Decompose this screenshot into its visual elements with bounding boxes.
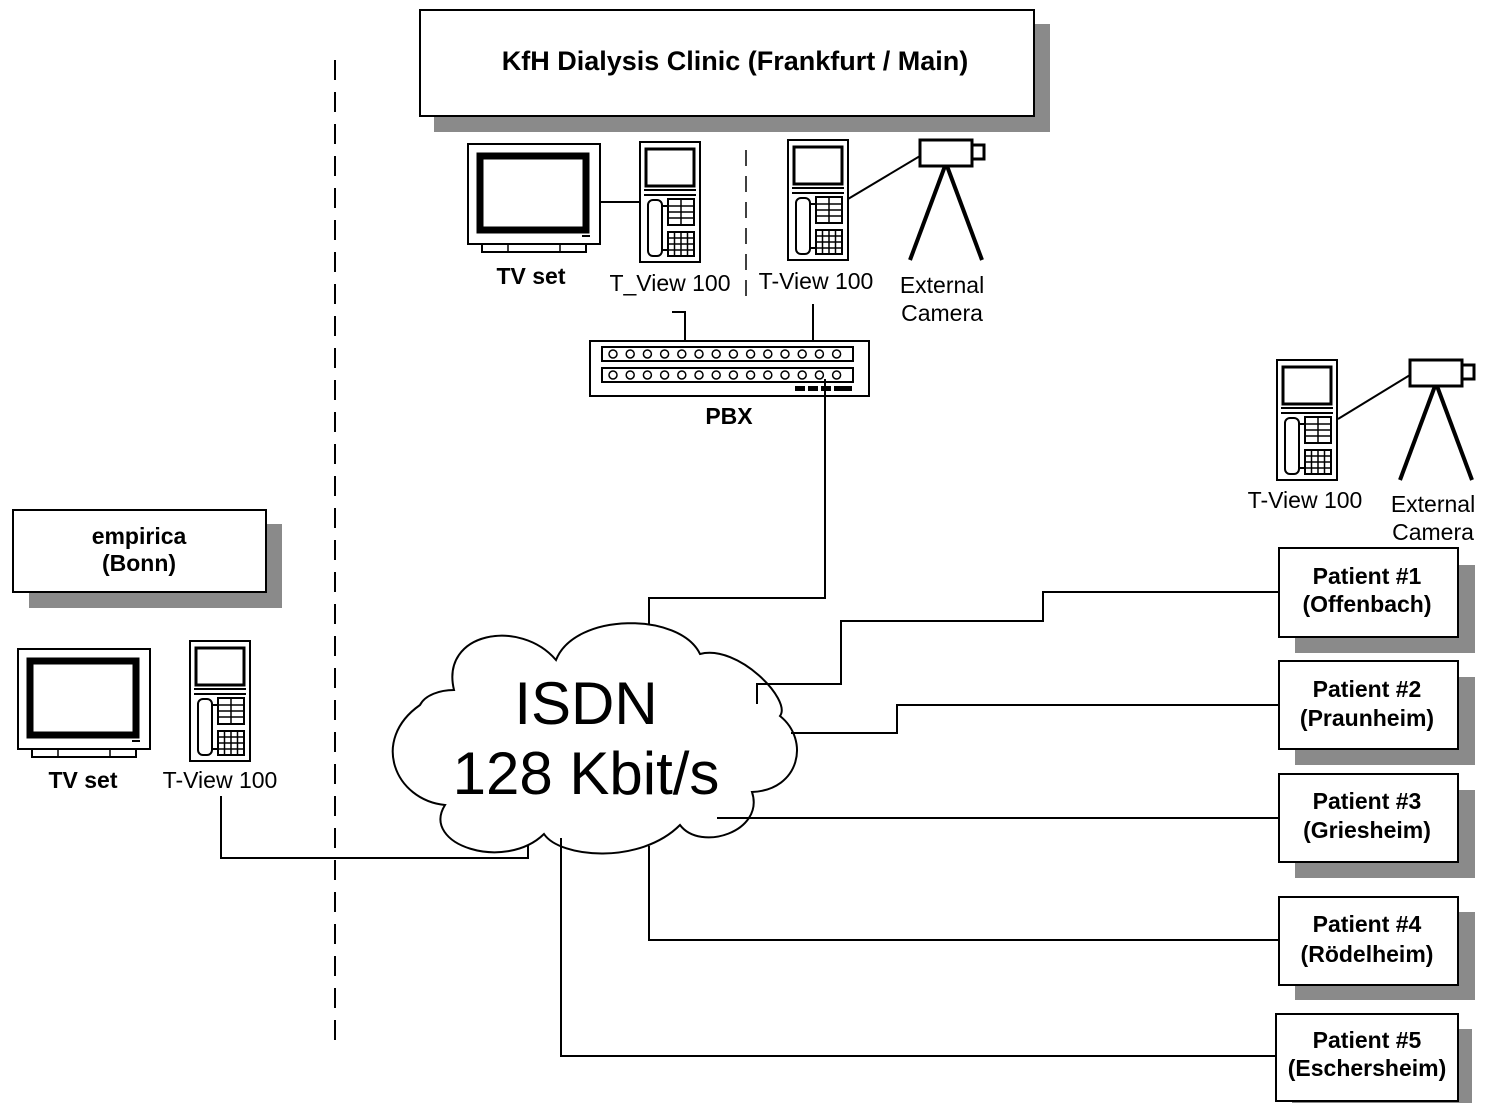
patient-box-4: Patient #4 (Rödelheim) bbox=[1278, 896, 1475, 1000]
pbx-port bbox=[642, 370, 653, 380]
remote-camera bbox=[1398, 358, 1476, 482]
clinic-title-box: KfH Dialysis Clinic (Frankfurt / Main) bbox=[419, 9, 1050, 132]
patient-box-5: Patient #5 (Eschersheim) bbox=[1275, 1013, 1472, 1103]
clinic-tview-b bbox=[786, 138, 850, 262]
isdn-line2: 128 Kbit/s bbox=[453, 740, 720, 807]
remote-camera-label-2: Camera bbox=[1392, 519, 1474, 545]
clinic-camera-label-2: Camera bbox=[901, 300, 983, 326]
clinic-camera-label-1: External bbox=[900, 272, 984, 298]
pbx-port bbox=[711, 370, 721, 380]
pbx-port bbox=[659, 349, 670, 359]
remote-tview-label: T-View 100 bbox=[1248, 487, 1363, 513]
isdn-cloud: ISDN 128 Kbit/s bbox=[391, 622, 798, 855]
pbx-port bbox=[797, 370, 807, 380]
empirica-tv-label: TV set bbox=[48, 767, 117, 793]
pbx-port bbox=[677, 370, 687, 380]
patient-1-location: (Offenbach) bbox=[1302, 591, 1431, 617]
remote-tview-to-camera-wire bbox=[1337, 374, 1411, 420]
pbx-port bbox=[728, 370, 739, 380]
patient-box-2: Patient #2 (Praunheim) bbox=[1278, 660, 1475, 765]
tview-to-camera-wire bbox=[847, 155, 921, 200]
pbx-to-isdn-wire bbox=[648, 379, 826, 637]
pbx-port bbox=[728, 349, 739, 359]
pbx-port bbox=[831, 370, 842, 380]
patient-4-name: Patient #4 bbox=[1313, 911, 1422, 937]
pbx-port bbox=[745, 349, 756, 359]
isdn-to-patient-2-wire bbox=[791, 704, 1279, 734]
tview-a-to-pbx-wire bbox=[672, 311, 686, 341]
empirica-tview-label: T-View 100 bbox=[163, 767, 278, 793]
pbx-port bbox=[814, 370, 825, 380]
remote-tview bbox=[1275, 358, 1339, 482]
pbx-port bbox=[745, 370, 756, 380]
pbx-port bbox=[763, 349, 773, 359]
pbx-port bbox=[625, 349, 635, 359]
pbx-port bbox=[797, 349, 807, 359]
pbx-port bbox=[694, 349, 704, 359]
isdn-line1: ISDN bbox=[514, 670, 657, 737]
clinic-tview-b-label: T-View 100 bbox=[759, 268, 874, 294]
patient-2-location: (Praunheim) bbox=[1300, 705, 1434, 731]
clinic-tv bbox=[468, 144, 600, 252]
patient-3-name: Patient #3 bbox=[1313, 788, 1422, 814]
empirica-box: empirica (Bonn) bbox=[12, 509, 282, 608]
isdn-to-patient-1-wire bbox=[756, 591, 1279, 704]
clinic-camera bbox=[908, 138, 986, 262]
empirica-title-line2: (Bonn) bbox=[102, 550, 176, 576]
pbx-port bbox=[763, 370, 773, 380]
patient-4-location: (Rödelheim) bbox=[1301, 941, 1434, 967]
patient-5-name: Patient #5 bbox=[1313, 1027, 1422, 1053]
pbx-port bbox=[831, 349, 842, 359]
isdn-to-patient-5-wire bbox=[560, 838, 1276, 1057]
remote-camera-label-1: External bbox=[1391, 491, 1475, 517]
patient-2-name: Patient #2 bbox=[1313, 676, 1422, 702]
clinic-tview-a-label: T_View 100 bbox=[609, 270, 730, 296]
pbx-port bbox=[677, 349, 687, 359]
clinic-tview-a bbox=[638, 140, 702, 264]
isdn-to-patient-4-wire bbox=[648, 846, 1279, 941]
patient-1-name: Patient #1 bbox=[1313, 563, 1422, 589]
empirica-tv bbox=[18, 649, 150, 757]
clinic-tv-label: TV set bbox=[496, 263, 565, 289]
empirica-to-isdn-wire bbox=[220, 796, 529, 859]
pbx-port bbox=[608, 349, 618, 359]
pbx-port bbox=[608, 370, 618, 380]
clinic-title: KfH Dialysis Clinic (Frankfurt / Main) bbox=[502, 46, 969, 76]
patient-box-3: Patient #3 (Griesheim) bbox=[1278, 773, 1475, 878]
pbx-device bbox=[589, 340, 870, 397]
pbx-port bbox=[814, 349, 825, 359]
pbx-port bbox=[642, 349, 653, 359]
patient-5-location: (Eschersheim) bbox=[1288, 1055, 1447, 1081]
pbx-port bbox=[711, 349, 721, 359]
pbx-port bbox=[625, 370, 635, 380]
pbx-label: PBX bbox=[705, 403, 753, 429]
pbx-port bbox=[780, 370, 790, 380]
pbx-port bbox=[659, 370, 670, 380]
empirica-title-line1: empirica bbox=[92, 523, 187, 549]
pbx-port bbox=[694, 370, 704, 380]
patient-3-location: (Griesheim) bbox=[1303, 817, 1431, 843]
empirica-tview bbox=[188, 639, 252, 763]
patient-box-1: Patient #1 (Offenbach) bbox=[1278, 547, 1475, 653]
pbx-port bbox=[780, 349, 790, 359]
